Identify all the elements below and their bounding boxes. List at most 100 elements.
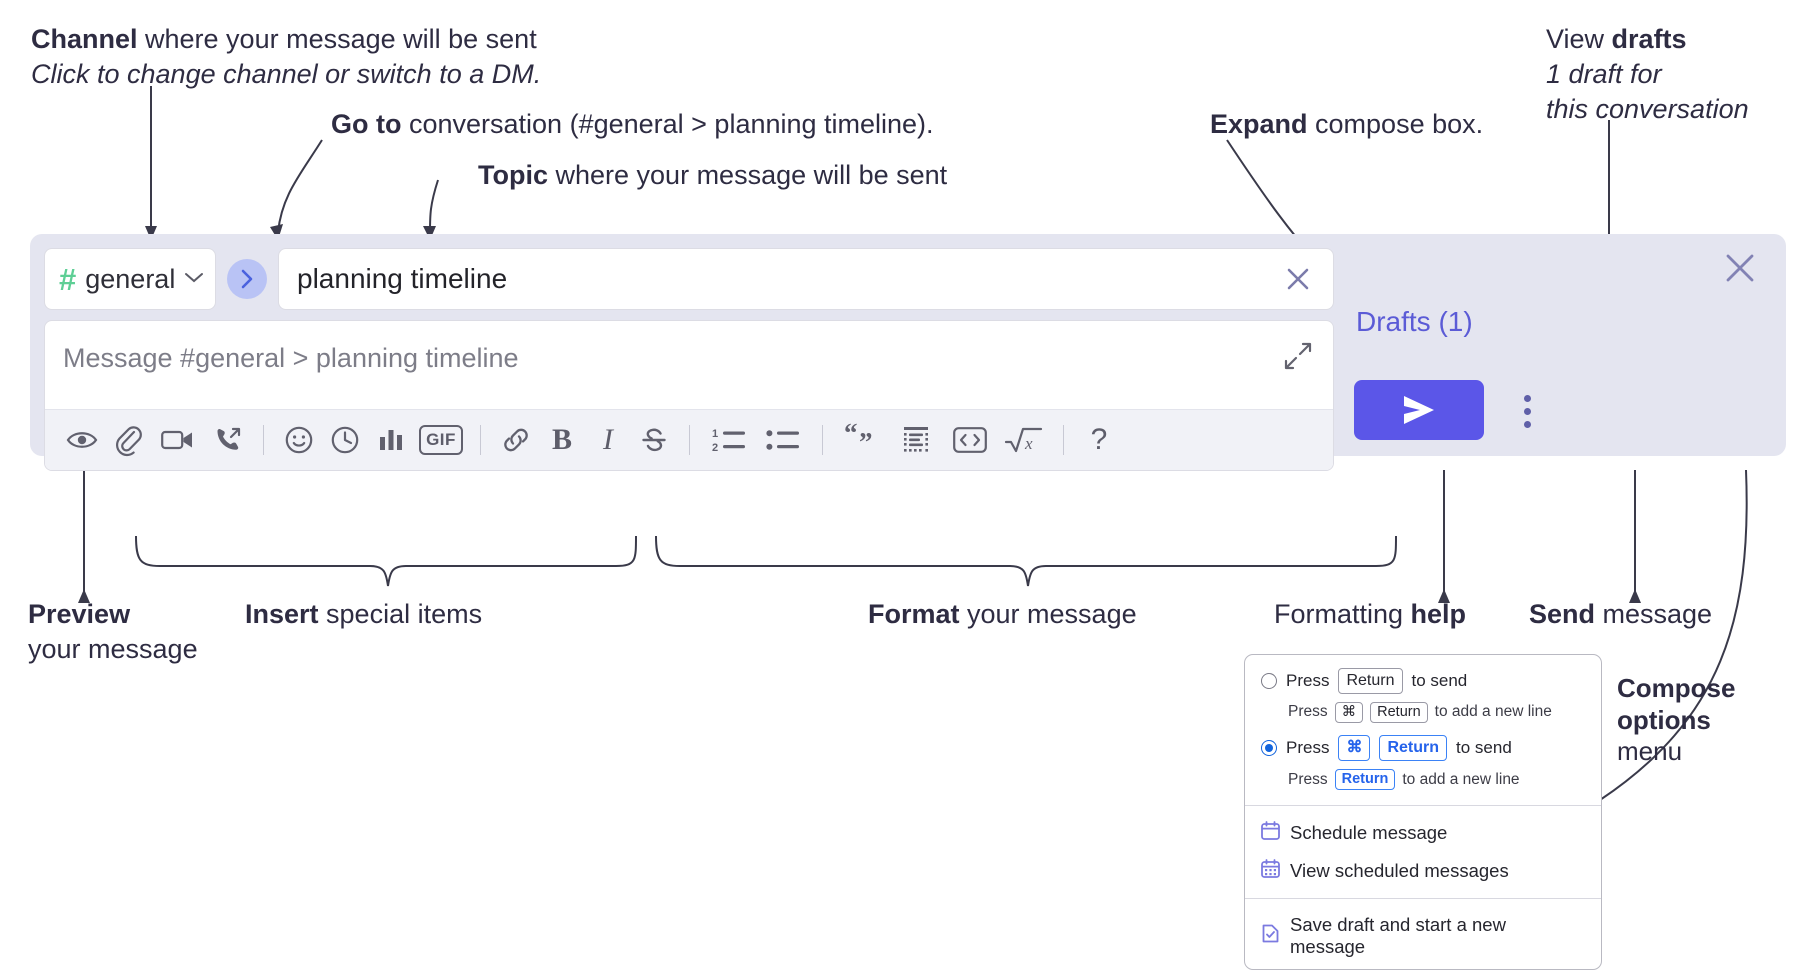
compose-widget: # general planning timeline: [30, 234, 1786, 471]
hint-press-label: Press: [1288, 770, 1328, 788]
save-draft-icon: [1261, 924, 1280, 948]
annotation-drafts-line1: 1 draft for: [1546, 59, 1662, 90]
compose-main-column: # general planning timeline: [44, 248, 1334, 471]
svg-text:x: x: [1024, 434, 1033, 453]
svg-text:1: 1: [712, 428, 718, 440]
calendar-grid-icon: [1261, 859, 1280, 883]
strikethrough-icon[interactable]: [631, 417, 677, 463]
expand-icon[interactable]: [1283, 341, 1317, 375]
menu-item-save-draft[interactable]: Save draft and start a new message: [1245, 907, 1601, 965]
annotation-insert-rest: special items: [318, 599, 483, 629]
gif-icon[interactable]: GIF: [414, 417, 468, 463]
annotation-compose-options: Compose options menu: [1617, 673, 1814, 768]
annotation-format-rest: your message: [959, 599, 1137, 629]
drafts-link[interactable]: Drafts (1): [1356, 306, 1473, 337]
send-button[interactable]: [1354, 380, 1484, 440]
close-icon[interactable]: [1277, 258, 1319, 300]
option-tail-label: to send: [1456, 737, 1512, 757]
audio-clip-icon[interactable]: [205, 417, 251, 463]
poll-icon[interactable]: [368, 417, 414, 463]
annotation-send-rest: message: [1595, 599, 1713, 629]
message-input[interactable]: Message #general > planning timeline: [45, 321, 1333, 409]
compose-header-row: # general planning timeline: [44, 248, 1334, 310]
radio-return[interactable]: [1261, 672, 1277, 689]
gif-label: GIF: [419, 425, 463, 455]
annotation-compose-options-line3: menu: [1617, 736, 1683, 767]
key-return: Return: [1370, 701, 1428, 724]
compose-right-rail: Drafts (1): [1334, 234, 1786, 456]
annotation-channel: Channel where your message will be sent …: [31, 22, 671, 92]
toolbar-separator: [822, 425, 823, 455]
key-command: ⌘: [1338, 735, 1371, 761]
annotation-compose-options-line2: options: [1617, 704, 1711, 735]
menu-divider: [1245, 805, 1601, 807]
toolbar-separator: [480, 425, 481, 455]
ordered-list-icon[interactable]: 1 2: [702, 417, 756, 463]
latex-icon[interactable]: x: [997, 417, 1051, 463]
svg-text:2: 2: [712, 442, 718, 454]
annotation-channel-italic: Click to change channel or switch to a D…: [31, 59, 542, 90]
kebab-dot: [1523, 420, 1531, 428]
annotation-help-rest: Formatting: [1274, 599, 1411, 629]
annotation-send-bold: Send: [1529, 599, 1596, 629]
message-box: Message #general > planning timeline: [44, 320, 1334, 471]
key-return: Return: [1379, 735, 1448, 761]
menu-item-schedule-message[interactable]: Schedule message: [1245, 814, 1601, 852]
annotation-goto: Go to conversation (#general > planning …: [331, 107, 1051, 142]
annotation-expand: Expand compose box.: [1210, 107, 1630, 142]
annotation-expand-bold: Expand: [1210, 109, 1308, 139]
menu-item-view-scheduled-messages[interactable]: View scheduled messages: [1245, 852, 1601, 890]
send-option-return[interactable]: Press Return to send: [1245, 663, 1601, 699]
menu-item-label: Save draft and start a new message: [1290, 914, 1506, 958]
annotation-format: Format your message: [868, 597, 1298, 632]
channel-selector[interactable]: # general: [44, 248, 216, 310]
annotation-channel-rest: where your message will be sent: [137, 24, 537, 54]
option-press-label: Press: [1286, 737, 1330, 757]
annotation-topic-rest: where your message will be sent: [548, 160, 948, 190]
formatting-toolbar: GIF B I: [45, 409, 1333, 470]
send-option-cmd-return-hint: Press Return to add a new line: [1245, 766, 1601, 798]
link-icon[interactable]: [493, 417, 539, 463]
option-press-label: Press: [1286, 670, 1330, 690]
channel-name: general: [85, 263, 176, 294]
blockquote-icon[interactable]: “ ”: [835, 417, 889, 463]
svg-text:”: ”: [859, 427, 873, 457]
annotation-insert: Insert special items: [245, 597, 665, 632]
send-option-cmd-return[interactable]: Press ⌘ Return to send: [1245, 730, 1601, 766]
inline-code-icon[interactable]: [943, 417, 997, 463]
radio-cmd-return[interactable]: [1261, 739, 1277, 756]
close-icon[interactable]: [1720, 248, 1760, 288]
video-icon[interactable]: [151, 417, 205, 463]
attachment-icon[interactable]: [105, 417, 151, 463]
preview-icon[interactable]: [59, 417, 105, 463]
toolbar-separator: [1063, 425, 1064, 455]
annotation-channel-bold: Channel: [31, 24, 138, 54]
annotation-goto-rest: conversation (#general > planning timeli…: [401, 109, 934, 139]
option-tail-label: to send: [1411, 670, 1468, 690]
code-block-icon[interactable]: [889, 417, 943, 463]
clock-icon[interactable]: [322, 417, 368, 463]
bold-label: B: [551, 423, 572, 456]
go-to-conversation-button[interactable]: [227, 259, 267, 299]
annotation-drafts-line2: this conversation: [1546, 94, 1749, 125]
topic-value: planning timeline: [297, 263, 508, 294]
italic-icon[interactable]: I: [585, 417, 631, 463]
screenshot-root: Channel where your message will be sent …: [28, 22, 1814, 970]
topic-field[interactable]: planning timeline: [278, 248, 1334, 310]
annotation-preview: Preview your message: [28, 597, 288, 667]
emoji-icon[interactable]: [276, 417, 322, 463]
formatting-help-icon[interactable]: ?: [1076, 417, 1122, 463]
go-to-conversation-icon: [241, 269, 253, 289]
menu-divider: [1245, 898, 1601, 900]
bold-icon[interactable]: B: [539, 417, 585, 463]
annotation-topic: Topic where your message will be sent: [478, 158, 1118, 193]
key-return: Return: [1334, 768, 1396, 791]
annotation-drafts-bold: drafts: [1611, 24, 1687, 54]
kebab-menu-icon[interactable]: [1514, 384, 1540, 438]
annotation-insert-bold: Insert: [245, 599, 319, 629]
hint-tail-label: to add a new line: [1402, 770, 1520, 788]
bulleted-list-icon[interactable]: [756, 417, 810, 463]
kebab-dot: [1523, 394, 1531, 402]
key-command: ⌘: [1334, 701, 1364, 724]
italic-label: I: [603, 423, 613, 456]
